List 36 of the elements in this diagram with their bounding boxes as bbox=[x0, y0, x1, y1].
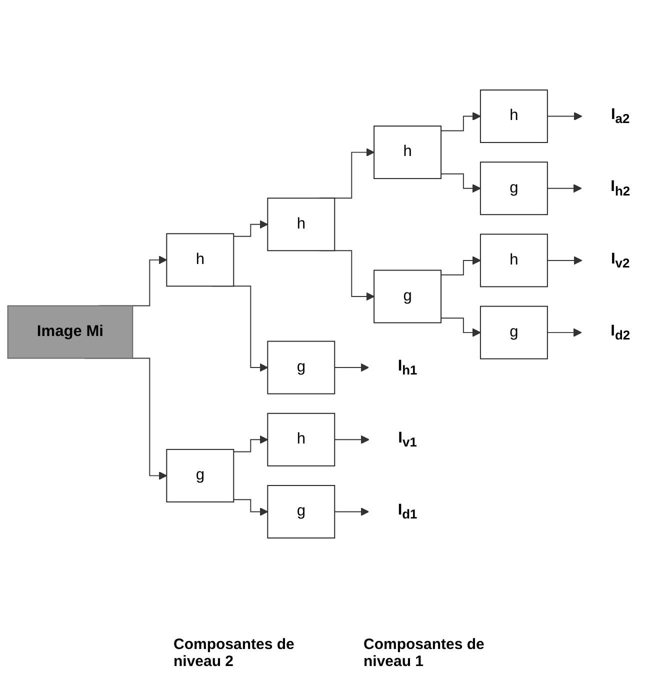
arrow bbox=[440, 173, 481, 193]
node-text: I$_{h1}$ bbox=[398, 358, 418, 378]
node-box: h bbox=[480, 234, 548, 288]
arrow bbox=[233, 220, 268, 237]
node-box: h bbox=[166, 233, 234, 287]
node-box: g bbox=[267, 340, 336, 394]
node-box: g bbox=[480, 306, 548, 360]
node-box: h bbox=[480, 90, 548, 143]
arrow bbox=[440, 318, 481, 337]
node-box: g bbox=[166, 448, 234, 502]
arrow bbox=[334, 363, 370, 372]
arrow bbox=[334, 435, 370, 444]
node-text: I$_{d2}$ bbox=[610, 322, 630, 342]
node-box: Image Mi bbox=[7, 305, 134, 359]
arrow bbox=[334, 507, 370, 516]
node-text: I$_{v1}$ bbox=[398, 430, 417, 450]
node-text: I$_{h2}$ bbox=[610, 178, 630, 198]
arrow bbox=[440, 256, 481, 276]
node-text: I$_{a2}$ bbox=[610, 106, 630, 126]
component-level-label: Composantes de niveau 1 bbox=[364, 636, 486, 670]
node-text: I$_{d1}$ bbox=[398, 502, 418, 522]
node-box: h bbox=[374, 126, 442, 180]
node-text: I$_{v2}$ bbox=[610, 250, 630, 270]
component-level-label: Composantes de niveau 2 bbox=[174, 636, 296, 670]
node-box: h bbox=[267, 412, 336, 466]
arrow bbox=[546, 112, 582, 121]
arrow bbox=[546, 328, 582, 337]
arrow bbox=[440, 112, 481, 132]
arrow bbox=[546, 256, 582, 265]
node-box: g bbox=[267, 485, 336, 538]
node-box: h bbox=[267, 198, 336, 252]
arrow bbox=[233, 435, 268, 452]
arrow bbox=[233, 499, 268, 516]
node-box: g bbox=[374, 270, 442, 324]
node-box: g bbox=[480, 162, 548, 216]
arrow bbox=[546, 184, 582, 193]
